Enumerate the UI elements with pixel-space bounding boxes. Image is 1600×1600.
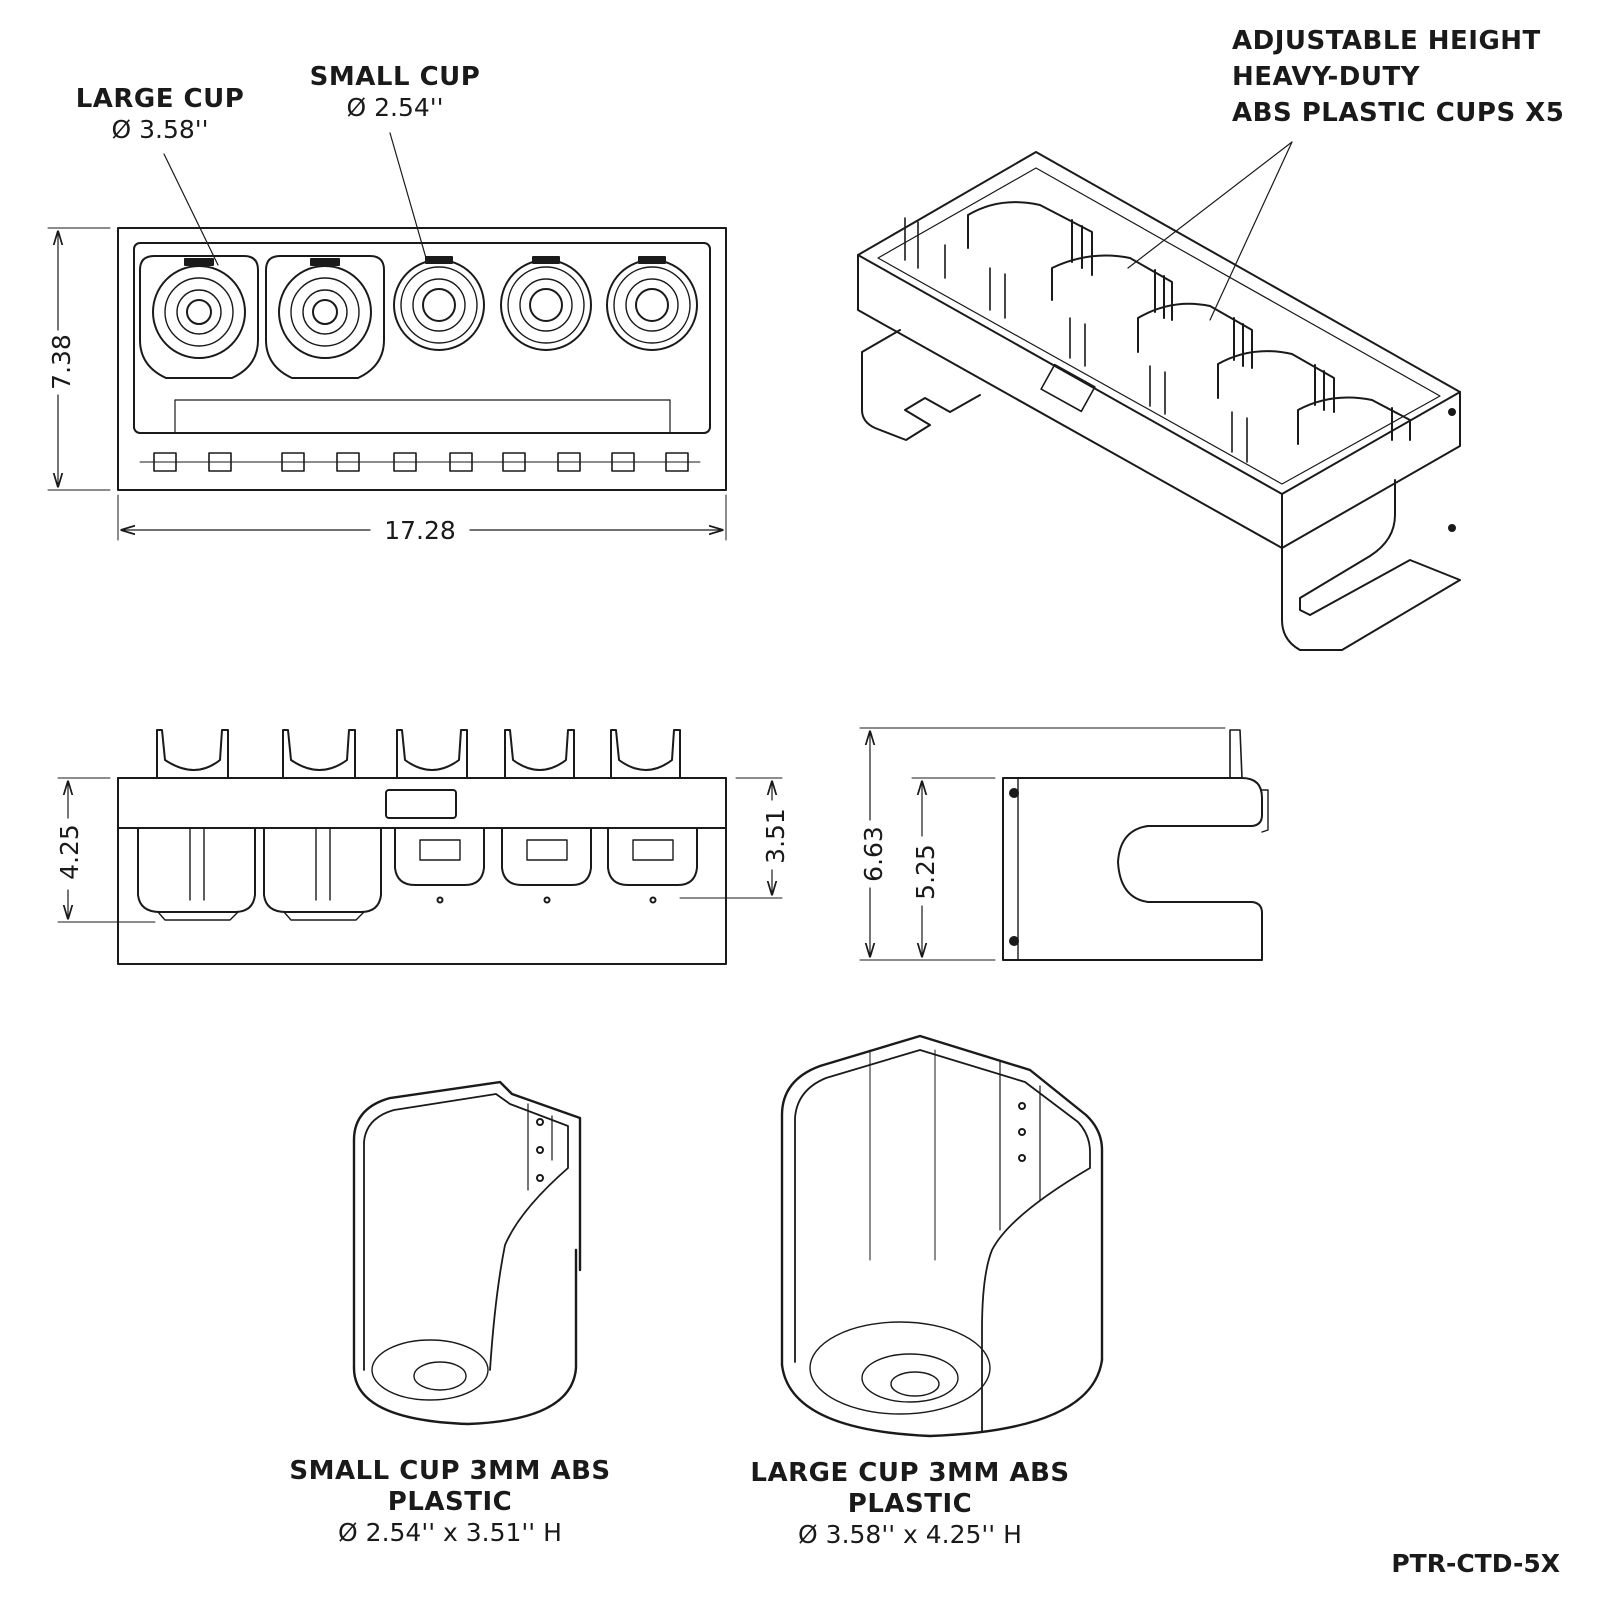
small-cup-callout: SMALL CUP Ø 2.54'': [305, 62, 485, 123]
feature-line-2: HEAVY-DUTY: [1232, 61, 1421, 92]
top-large-cup-2: [265, 255, 385, 379]
small-cup-detail-spec: Ø 2.54'' x 3.51'' H: [338, 1518, 562, 1548]
part-number: PTR-CTD-5X: [1391, 1549, 1560, 1578]
front-large-cup-1: [137, 827, 256, 921]
small-cup-detail-title: SMALL CUP 3MM ABS PLASTIC: [289, 1456, 611, 1518]
front-small-cup-3: [607, 827, 698, 904]
iso-cup-3: [1137, 302, 1253, 369]
large-cup-detail-caption: LARGE CUP 3MM ABS PLASTIC Ø 3.58'' x 4.2…: [700, 1458, 1120, 1550]
dim-front-height: 4.25: [55, 824, 84, 880]
feature-line-3: ABS PLASTIC CUPS X5: [1232, 97, 1565, 128]
front-small-cup-2: [501, 827, 592, 904]
front-view-rail: [117, 777, 727, 829]
small-cup-detail: [352, 1080, 582, 1426]
iso-cup-5: [1297, 396, 1411, 445]
small-cup-diameter: Ø 2.54'': [346, 93, 444, 123]
front-small-cup-1: [394, 827, 485, 904]
iso-tray-side: [1281, 391, 1461, 549]
iso-cup-4: [1217, 350, 1335, 413]
iso-tray-front: [857, 254, 1283, 549]
iso-cup-2: [1051, 254, 1173, 321]
large-cup-diameter: Ø 3.58'': [111, 115, 209, 145]
side-view: 6.63 5.25: [859, 727, 1269, 961]
large-cup-title: LARGE CUP: [75, 84, 245, 114]
top-view: 7.38 17.28: [47, 132, 727, 545]
front-view-label-plate: [385, 789, 457, 819]
front-view: 4.25 3.51: [55, 729, 790, 965]
isometric-view: [857, 141, 1461, 651]
large-cup-leader: [163, 153, 219, 266]
feature-line-1: ADJUSTABLE HEIGHT: [1232, 26, 1541, 56]
dim-side-total-height: 6.63: [859, 826, 888, 882]
large-cup-detail: [780, 1034, 1104, 1438]
top-view-frame: [117, 227, 727, 491]
small-cup-detail-caption: SMALL CUP 3MM ABS PLASTIC Ø 2.54'' x 3.5…: [240, 1456, 660, 1548]
side-view-profile: [1002, 777, 1263, 961]
iso-cup-1: [967, 201, 1093, 276]
iso-tray-top: [857, 151, 1461, 495]
top-clip-row: [139, 452, 701, 472]
front-view-frame: [117, 777, 727, 965]
large-cup-detail-spec: Ø 3.58'' x 4.25'' H: [798, 1520, 1022, 1550]
front-large-cup-2: [263, 827, 382, 921]
large-cup-detail-title: LARGE CUP 3MM ABS PLASTIC: [750, 1458, 1070, 1520]
iso-left-bracket: [861, 329, 981, 441]
small-cup-title: SMALL CUP: [309, 62, 481, 92]
dim-small-cup-height: 3.51: [761, 808, 790, 864]
top-large-cup-1: [139, 255, 259, 379]
large-cup-callout: LARGE CUP Ø 3.58'': [70, 84, 250, 145]
top-small-cup-1: [393, 256, 485, 351]
feature-callout: ADJUSTABLE HEIGHT HEAVY-DUTY ABS PLASTIC…: [1232, 24, 1572, 132]
dim-top-width: 17.28: [384, 516, 456, 545]
small-cup-leader: [389, 132, 427, 259]
dim-top-height: 7.38: [47, 334, 76, 390]
iso-right-bracket: [1281, 479, 1461, 651]
top-small-cup-2: [500, 256, 592, 351]
top-small-cup-3: [606, 256, 698, 351]
dim-side-body-height: 5.25: [911, 844, 940, 900]
